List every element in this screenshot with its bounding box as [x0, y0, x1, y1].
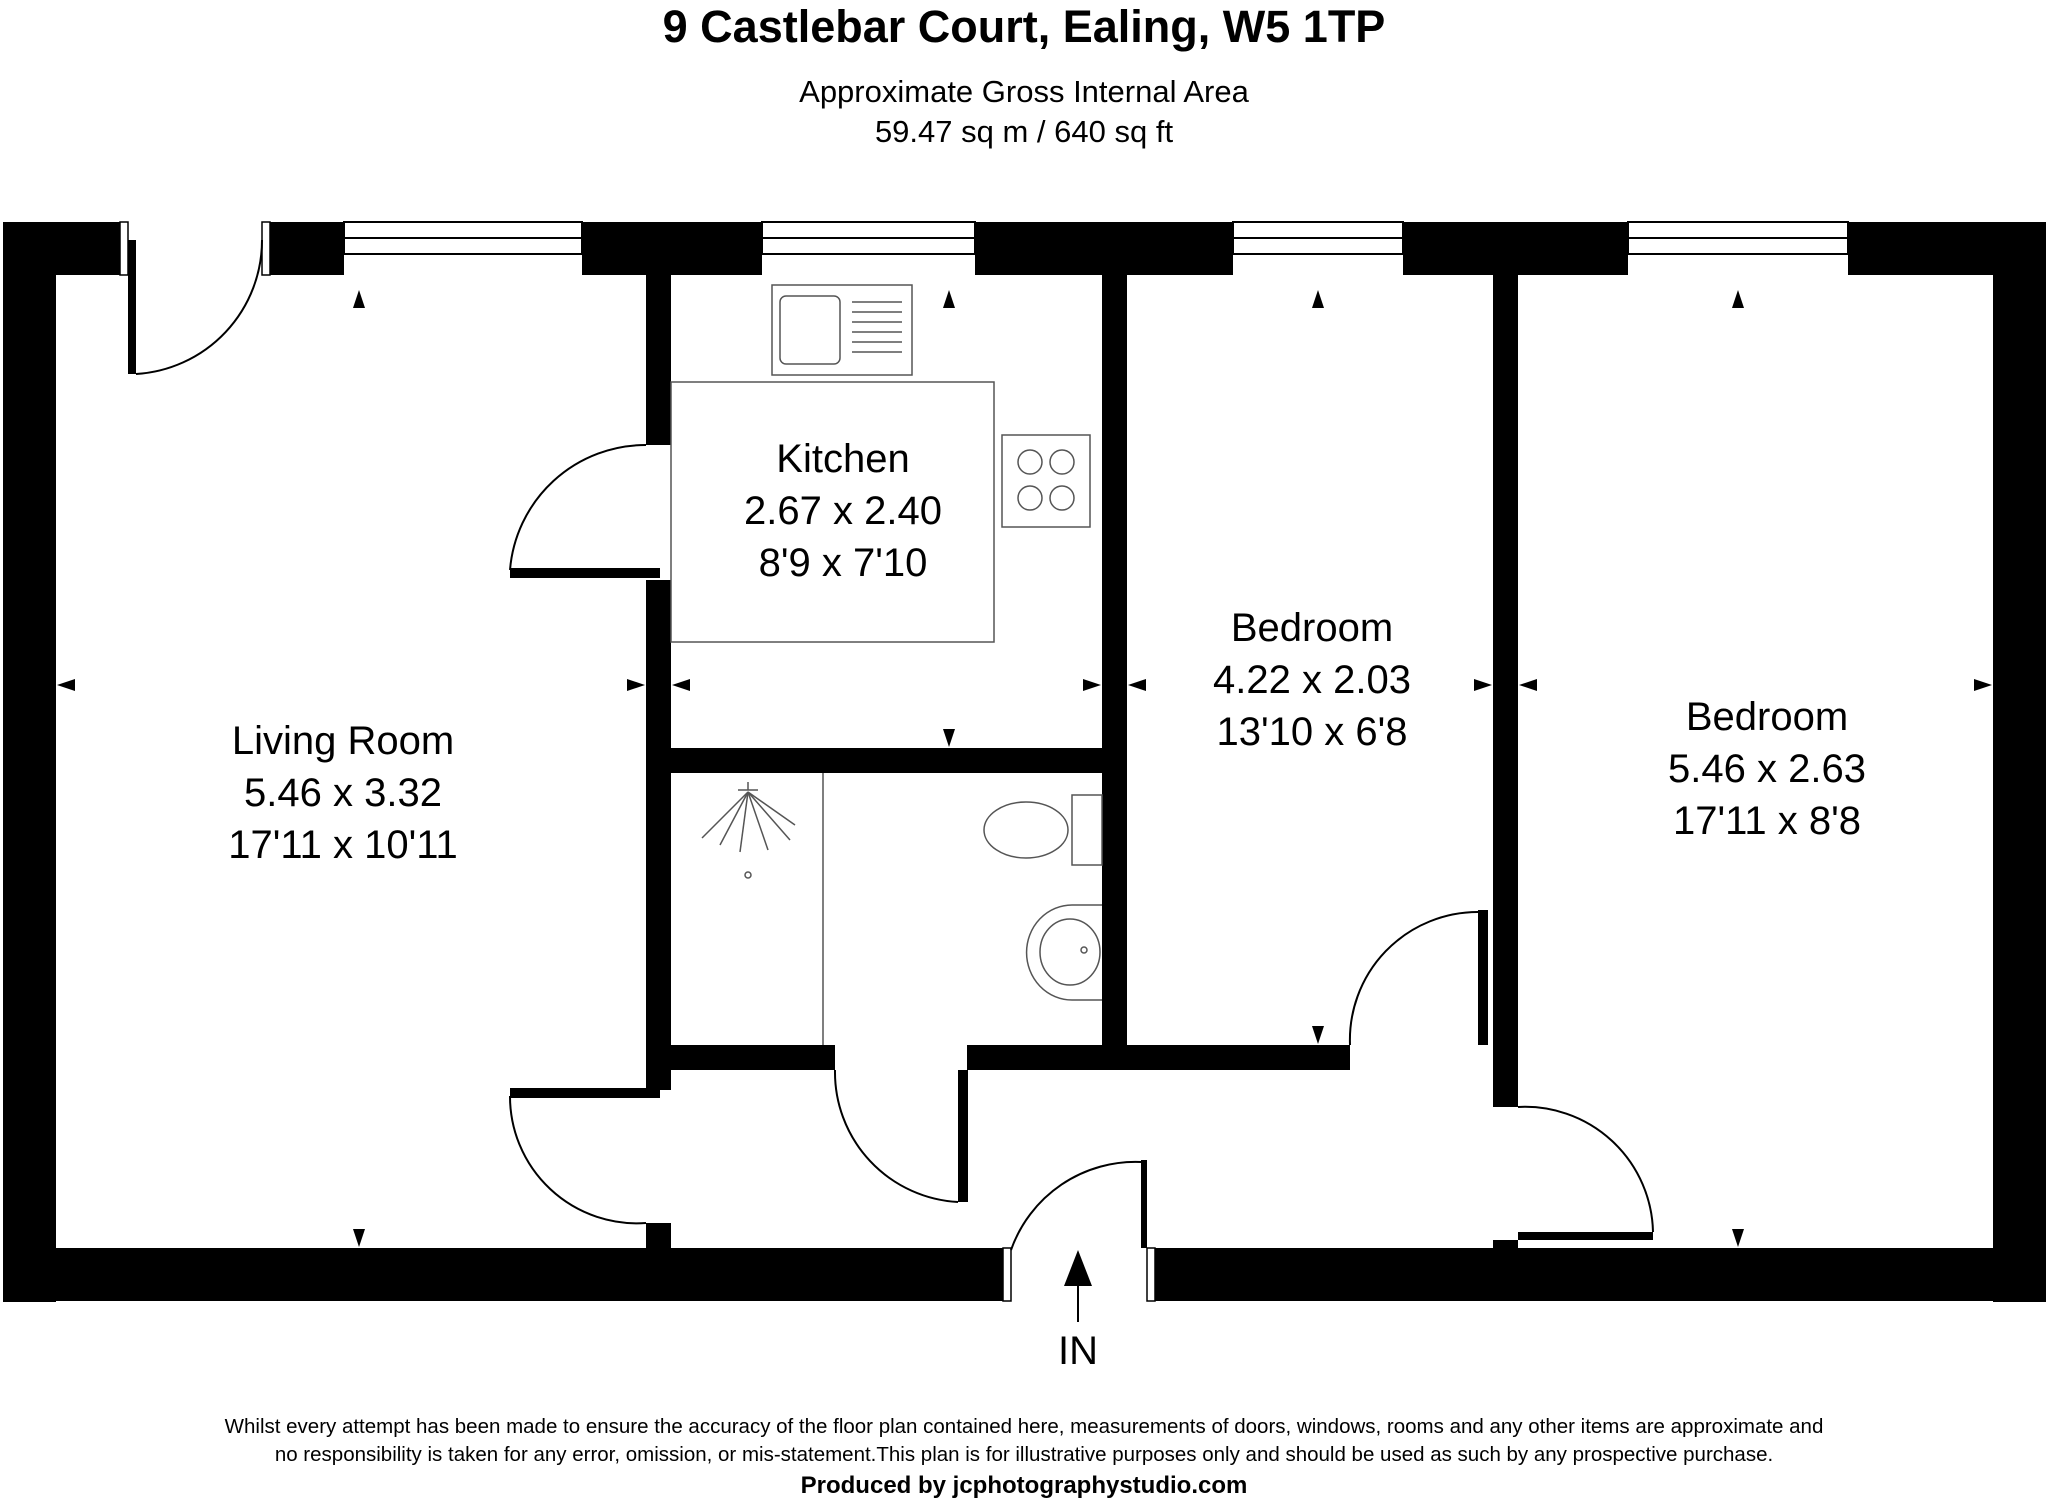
- sink-drainer: [852, 301, 902, 353]
- kitchen-imperial: 8'9 x 7'10: [759, 541, 928, 585]
- door-living-hall-arc: [508, 1095, 647, 1225]
- arrow-left: [1128, 679, 1146, 691]
- arrow-right: [1083, 679, 1101, 691]
- entrance-arrow: [1064, 1250, 1092, 1286]
- door-jamb-left: [119, 221, 129, 276]
- arrow-right: [1474, 679, 1492, 691]
- wall-top-1: [270, 222, 344, 275]
- wall-bedroom2-door-ledge: [1518, 1232, 1653, 1240]
- doors: [128, 239, 1654, 1251]
- entrance-arrow-stem: [1077, 1286, 1079, 1322]
- kitchen-fixtures: [670, 284, 1091, 643]
- wall-top-3: [975, 222, 1233, 275]
- area-label: Approximate Gross Internal Area: [799, 74, 1249, 109]
- wall-bedroom-bedroom: [1493, 275, 1518, 1045]
- door-kitchen-arc: [509, 443, 647, 571]
- hob-ring: [1049, 449, 1075, 475]
- wall-top-4: [1403, 222, 1628, 275]
- wash-basin: [1025, 904, 1102, 1001]
- wall-bottom-left: [3, 1248, 1003, 1301]
- entrance-post-left: [1002, 1247, 1012, 1302]
- wall-bedroom-bedroom-stub: [1478, 910, 1488, 1045]
- toilet-cistern: [1071, 794, 1103, 866]
- wall-right: [1993, 222, 2046, 1302]
- arrow-down: [353, 1229, 365, 1247]
- wall-living-hall-stub: [646, 1223, 671, 1248]
- arrow-left: [1519, 679, 1537, 691]
- wall-living-kitchen-lower: [646, 580, 671, 1090]
- sink-unit: [771, 284, 913, 376]
- bedroom-2-imperial: 17'11 x 8'8: [1673, 799, 1861, 843]
- wall-kitchen-bathroom: [671, 748, 1102, 773]
- wall-bottom-right: [1155, 1248, 2046, 1301]
- wall-bedroom2-bottom-stub: [1493, 1240, 1518, 1248]
- arrow-down: [1312, 1026, 1324, 1044]
- living-room-metric: 5.46 x 3.32: [244, 771, 442, 815]
- door-living-top-leaf: [128, 240, 136, 374]
- toilet-bowl: [983, 801, 1069, 859]
- page-title: 9 Castlebar Court, Ealing, W5 1TP: [662, 1, 1386, 52]
- disclaimer-line-2: no responsibility is taken for any error…: [274, 1443, 1774, 1466]
- arrow-down: [943, 729, 955, 747]
- arrow-left: [57, 679, 75, 691]
- arrow-down: [1732, 1229, 1744, 1247]
- windows: [343, 221, 1849, 255]
- arrow-left: [672, 679, 690, 691]
- wall-bedroom2-door-lower: [1493, 1045, 1518, 1107]
- bedroom-1-name: Bedroom: [1231, 606, 1393, 650]
- bedroom-2-name: Bedroom: [1686, 695, 1848, 739]
- wall-bathroom-bottom-left: [671, 1045, 835, 1070]
- walls: [3, 222, 2046, 1302]
- hob-ring: [1017, 449, 1043, 475]
- bedroom-1-metric: 4.22 x 2.03: [1213, 658, 1411, 702]
- credit-line: Produced by jcphotographystudio.com: [800, 1472, 1248, 1499]
- door-bathroom-leaf: [958, 1070, 968, 1202]
- wall-left: [3, 222, 56, 1302]
- hob: [1001, 434, 1091, 528]
- kitchen-metric: 2.67 x 2.40: [744, 489, 942, 533]
- wall-living-door-ledge: [510, 568, 660, 578]
- wall-top-2: [582, 222, 762, 275]
- door-bathroom-arc: [833, 1069, 959, 1203]
- dimension-arrows: [57, 290, 1992, 1322]
- arrow-right: [1974, 679, 1992, 691]
- living-room-imperial: 17'11 x 10'11: [228, 823, 458, 867]
- room-labels: Living Room 5.46 x 3.32 17'11 x 10'11 Ki…: [228, 437, 1866, 1373]
- hob-ring: [1049, 485, 1075, 511]
- bathroom-fixtures: [701, 773, 1103, 1045]
- door-bedroom-2-arc: [1517, 1105, 1654, 1233]
- living-room-name: Living Room: [232, 719, 454, 763]
- bedroom-1-imperial: 13'10 x 6'8: [1217, 710, 1408, 754]
- arrow-up: [1312, 290, 1324, 308]
- disclaimer-line-1: Whilst every attempt has been made to en…: [224, 1415, 1824, 1438]
- door-bedroom-1-arc: [1348, 911, 1479, 1046]
- hob-ring: [1017, 485, 1043, 511]
- arrow-up: [943, 290, 955, 308]
- kitchen-name: Kitchen: [776, 437, 909, 481]
- entrance-frame: [1141, 1160, 1147, 1248]
- wall-bathroom-bottom-right: [967, 1045, 1350, 1070]
- wall-living-kitchen-upper: [646, 275, 671, 445]
- area-value: 59.47 sq m / 640 sq ft: [874, 114, 1174, 149]
- door-living-top-arc: [135, 239, 264, 375]
- bedroom-2-metric: 5.46 x 2.63: [1668, 747, 1866, 791]
- shower-head: [701, 782, 796, 879]
- arrow-up: [1732, 290, 1744, 308]
- wall-kitchen-bedroom: [1102, 275, 1127, 1045]
- arrow-right: [627, 679, 645, 691]
- wall-living-door-ledge-2: [510, 1088, 660, 1098]
- entrance-post-right: [1146, 1247, 1156, 1302]
- entrance-label: IN: [1058, 1329, 1098, 1373]
- kitchen-worktop: [670, 381, 995, 643]
- door-entrance-arc: [1010, 1160, 1142, 1251]
- sink-basin: [779, 295, 841, 365]
- door-jamb-right: [261, 221, 271, 276]
- arrow-up: [353, 290, 365, 308]
